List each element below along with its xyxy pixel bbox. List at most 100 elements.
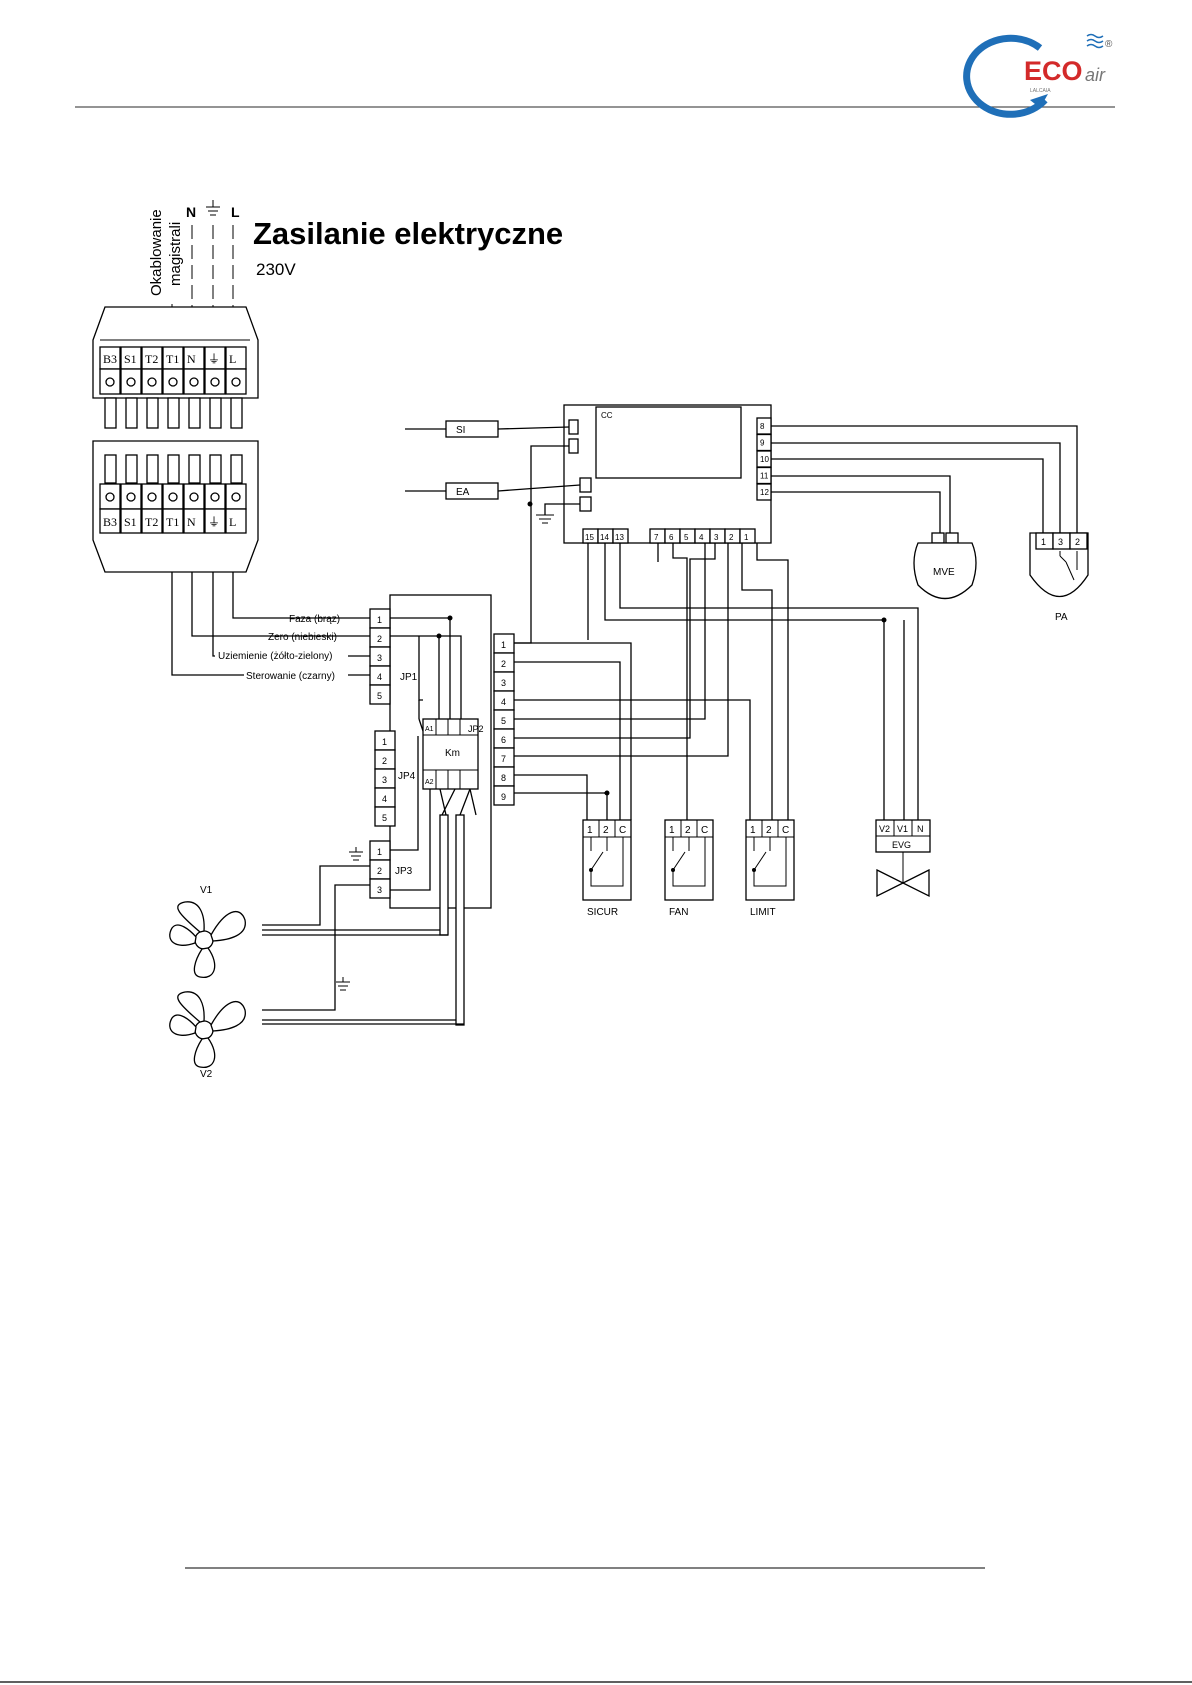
logo-waves-icon <box>1086 33 1104 49</box>
switch-pin-label: C <box>619 825 626 836</box>
cc-pin <box>739 528 756 544</box>
cc-pin-label: 6 <box>669 533 674 542</box>
terminal-tab <box>167 454 180 484</box>
evg-valve: V2 V1 N EVG <box>875 819 931 898</box>
jp4-pin-label: 5 <box>382 813 387 823</box>
terminal-tab <box>104 397 117 429</box>
terminal-tab <box>125 454 138 484</box>
cc-label: CC <box>601 411 613 420</box>
svg-text:V2: V2 <box>879 824 890 834</box>
terminal-label: B3 <box>103 352 117 366</box>
terminal-tab <box>230 397 243 429</box>
voltage-label: 230V <box>256 260 296 279</box>
switch-label: SICUR <box>587 907 618 918</box>
switch-label: FAN <box>669 907 688 918</box>
terminal-label: B3 <box>103 515 117 529</box>
logo-eco-text: ECO <box>1024 56 1083 86</box>
screw-icon <box>126 492 136 502</box>
switch-pin-label: 1 <box>669 825 675 836</box>
svg-text:N: N <box>917 824 924 834</box>
cc-pin-label: 15 <box>585 533 594 542</box>
board-right-pin <box>493 785 515 806</box>
logo-air-text: air <box>1085 65 1106 85</box>
jp3-label: JP3 <box>395 866 413 877</box>
svg-text:PA: PA <box>1055 612 1068 623</box>
terminal-tab <box>188 397 201 429</box>
fan-v2-label: V2 <box>200 1069 213 1080</box>
terminal-tab <box>167 397 180 429</box>
terminal-cell <box>225 508 247 534</box>
logo-small-text: LALCAIA <box>1030 88 1051 94</box>
cc-pin-label: 13 <box>615 533 624 542</box>
terminal-tab <box>104 454 117 484</box>
logo-arrow-icon <box>1030 94 1048 108</box>
wire-control: Sterowanie (czarny) <box>246 671 335 682</box>
svg-text:MVE: MVE <box>933 567 955 578</box>
jp1-pin-label: 2 <box>377 634 382 644</box>
cc-pin-label: 4 <box>699 533 704 542</box>
screw-icon <box>210 377 220 387</box>
terminal-tab <box>146 397 159 429</box>
jp1-pin-label: 3 <box>377 653 382 663</box>
terminal-tab <box>188 454 201 484</box>
terminal-label: L <box>229 515 236 529</box>
ea-sensor <box>445 482 499 500</box>
screw-icon <box>231 492 241 502</box>
pa-pin-label: 2 <box>1075 537 1080 547</box>
jp1-pin-label: 5 <box>377 691 382 701</box>
terminal-label: ⏚ <box>208 515 220 529</box>
jp3-pin <box>369 878 391 899</box>
cc-pin-label: 7 <box>654 533 659 542</box>
switch-pin-label: C <box>782 825 789 836</box>
svg-text:EVG: EVG <box>892 840 911 850</box>
screw-icon <box>105 377 115 387</box>
fan-v1-icon <box>169 901 246 978</box>
switch-body <box>664 819 714 901</box>
board-right-pin-label: 1 <box>501 640 506 650</box>
mve-valve: MVE <box>913 532 977 599</box>
cable-label-1: Okablowanie <box>148 209 165 296</box>
screw-icon <box>189 377 199 387</box>
svg-text:A1: A1 <box>425 726 434 733</box>
jp1-pin-label: 4 <box>377 672 382 682</box>
cc-pin-label: 8 <box>760 422 765 431</box>
board-right-pin-label: 4 <box>501 697 506 707</box>
screw-icon <box>105 492 115 502</box>
terminal-tab <box>209 397 222 429</box>
switch-pin-label: 1 <box>750 825 756 836</box>
switch-pin-label: 2 <box>685 825 691 836</box>
screw-icon <box>189 492 199 502</box>
km-relay: A1 A2 Km JP2 <box>422 718 484 790</box>
svg-text:V1: V1 <box>897 824 908 834</box>
screw-icon <box>231 377 241 387</box>
terminal-cell <box>204 508 226 534</box>
terminal-label: S1 <box>124 352 137 366</box>
jp3-ground-icon <box>349 847 363 861</box>
switch-pin-label: C <box>701 825 708 836</box>
terminal-label: T2 <box>145 515 158 529</box>
eco-air-logo: ECO air LALCAIA ® <box>963 33 1113 118</box>
cc-pin-label: 12 <box>760 488 769 497</box>
supply-ground-icon <box>206 200 220 216</box>
cc-pin-label: 5 <box>684 533 689 542</box>
terminal-cell <box>162 508 184 534</box>
terminal-label: L <box>229 352 236 366</box>
switch-pin-label: 2 <box>766 825 772 836</box>
wire-ground: Uziemienie (żółto-zielony) <box>218 651 332 662</box>
terminal-label: T2 <box>145 352 158 366</box>
cc-pin-label: 1 <box>744 533 749 542</box>
svg-text:Km: Km <box>445 748 460 759</box>
logo-arc-icon <box>963 34 1048 118</box>
screw-icon <box>147 492 157 502</box>
terminal-label: N <box>187 515 196 529</box>
jp4-pin <box>374 806 396 827</box>
switch-label: LIMIT <box>750 907 776 918</box>
terminal-label: T1 <box>166 352 179 366</box>
jp3-pin-label: 3 <box>377 885 382 895</box>
fan-ground-icon <box>336 977 350 991</box>
cc-pin-label: 3 <box>714 533 719 542</box>
